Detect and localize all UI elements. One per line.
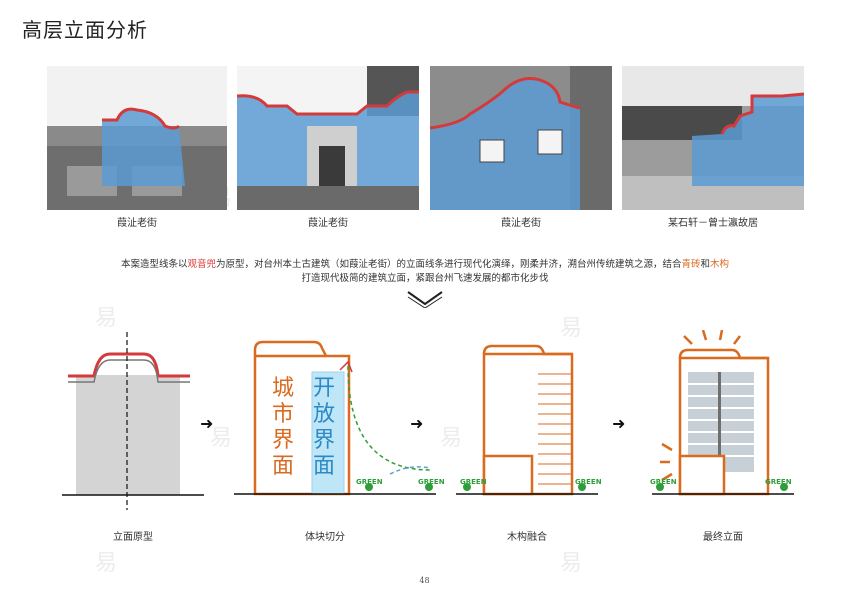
photo-3 (430, 66, 612, 210)
green-label: GREEN (460, 478, 487, 486)
label-city-interface: 城市界面 (272, 376, 296, 480)
green-label: GREEN (765, 478, 792, 486)
watermark: 易 (560, 545, 582, 577)
photo-2-caption: 葭沚老街 (237, 214, 419, 229)
description-text: 为原型，对台州本土古建筑（如葭沚老街）的立面线条进行现代化演绎，刚柔并济，溯台州… (216, 259, 682, 270)
page-number: 48 (0, 576, 849, 585)
photo-4 (622, 66, 804, 210)
photo-2-image (237, 66, 419, 210)
photo-3-caption: 葭沚老街 (430, 214, 612, 229)
arrow-icon: ➜ (200, 414, 213, 433)
diagram-caption-block-split: 体块切分 (250, 528, 400, 543)
green-label: GREEN (418, 478, 445, 486)
photo-2 (237, 66, 419, 210)
green-label: GREEN (356, 478, 383, 486)
photo-4-image (622, 66, 804, 210)
highlight-timber: 木构 (710, 259, 729, 270)
description-line-1: 本案造型线条以观音兜为原型，对台州本土古建筑（如葭沚老街）的立面线条进行现代化演… (60, 258, 790, 272)
photo-1-image (47, 66, 227, 210)
watermark: 易 (95, 300, 117, 332)
highlight-brick: 青砖 (682, 259, 701, 270)
page-title: 高层立面分析 (22, 14, 148, 43)
photo-3-image (430, 66, 612, 210)
green-label: GREEN (650, 478, 677, 486)
label-open-interface: 开放界面 (313, 376, 337, 480)
highlight-guanyindou: 观音兜 (187, 259, 216, 270)
watermark: 易 (95, 545, 117, 577)
arrow-icon: ➜ (410, 414, 423, 433)
diagram-caption-timber-fusion: 木构融合 (452, 528, 602, 543)
chevron-down-icon (406, 290, 444, 308)
photo-1-caption: 葭沚老街 (47, 214, 227, 229)
diagram-caption-prototype: 立面原型 (58, 528, 208, 543)
photo-4-caption: 某石轩－曾士瀛故居 (622, 214, 804, 229)
diagram-prototype (58, 330, 208, 510)
description-text: 和 (701, 259, 711, 270)
description-text: 本案造型线条以 (121, 259, 188, 270)
description-line-2: 打造现代极简的建筑立面，紧跟台州飞速发展的都市化步伐 (60, 272, 790, 286)
arrow-icon: ➜ (612, 414, 625, 433)
green-label: GREEN (575, 478, 602, 486)
photo-1 (47, 66, 227, 210)
diagram-caption-final-facade: 最终立面 (648, 528, 798, 543)
